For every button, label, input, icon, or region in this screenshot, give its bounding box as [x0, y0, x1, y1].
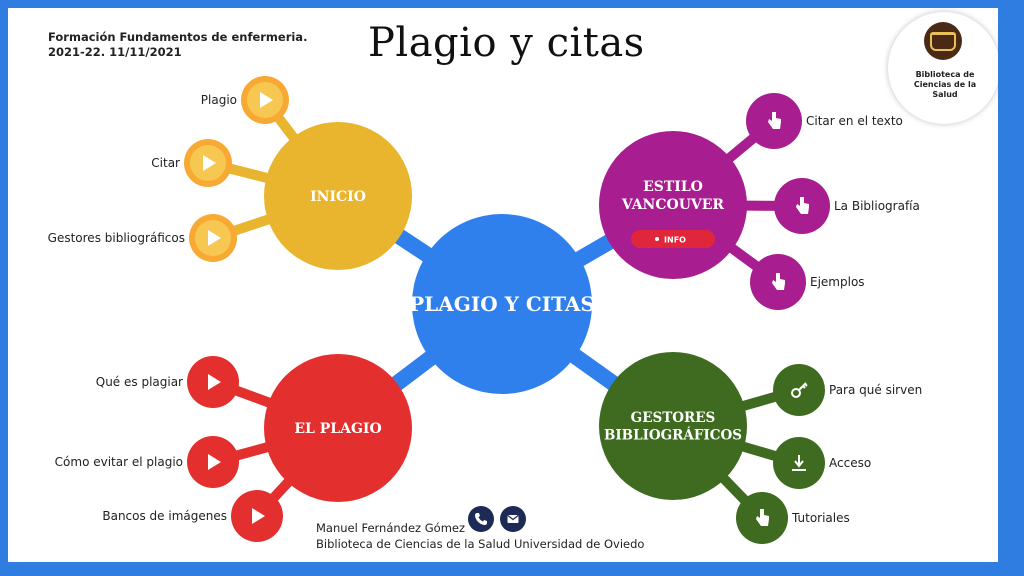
play-icon — [252, 508, 265, 524]
leaf-label: Acceso — [829, 456, 871, 470]
center-node[interactable]: PLAGIO Y CITAS — [409, 214, 595, 394]
hand-pointer-icon — [768, 112, 781, 129]
author-name: Manuel Fernández Gómez — [316, 521, 466, 535]
hub-estilo-vancouver[interactable]: ESTILO VANCOUVER INFO — [599, 131, 747, 279]
info-badge-label: INFO — [664, 236, 686, 245]
hub-label: ESTILO — [643, 179, 703, 195]
leaf-el-plagio-3[interactable]: Bancos de imágenes — [102, 490, 283, 542]
leaf-gestores-3[interactable]: Tutoriales — [736, 492, 850, 544]
key-icon — [791, 382, 808, 398]
slide-canvas: Formación Fundamentos de enfermeria. 202… — [8, 8, 998, 562]
play-icon — [208, 454, 221, 470]
phone-button[interactable] — [468, 506, 494, 532]
leaf-estilo-vancouver-2[interactable]: La Bibliografía — [774, 178, 920, 234]
email-icon — [507, 515, 519, 523]
leaf-estilo-vancouver-3[interactable]: Ejemplos — [750, 254, 865, 310]
hub-label: GESTORES — [631, 410, 716, 426]
hub-label: VANCOUVER — [621, 197, 725, 213]
hand-pointer-icon — [772, 273, 785, 290]
play-icon — [208, 374, 221, 390]
play-icon — [208, 230, 221, 246]
leaf-label: Cómo evitar el plagio — [55, 455, 183, 469]
organization-name: Biblioteca de Ciencias de la Salud Unive… — [316, 537, 645, 551]
leaf-label: Ejemplos — [810, 275, 865, 289]
hub-inicio[interactable]: INICIO — [264, 122, 412, 270]
hub-label: BIBLIOGRÁFICOS — [604, 427, 742, 443]
leaf-inicio-1[interactable]: Plagio — [201, 76, 289, 124]
info-badge[interactable]: INFO — [631, 230, 715, 248]
leaf-label: Bancos de imágenes — [102, 509, 227, 523]
footer-credits: Manuel Fernández Gómez Biblioteca de Cie… — [316, 520, 644, 552]
leaf-label: Gestores bibliográficos — [48, 231, 185, 245]
leaf-label: Para qué sirven — [829, 383, 922, 397]
hub-label: INICIO — [310, 189, 366, 205]
leaf-label: Tutoriales — [791, 511, 850, 525]
leaf-inicio-2[interactable]: Citar — [151, 139, 232, 187]
course-info: Formación Fundamentos de enfermeria. 202… — [48, 30, 308, 59]
play-icon — [203, 155, 216, 171]
branch-estilo-vancouver: ESTILO VANCOUVER INFO Citar en el texto La B… — [494, 93, 920, 312]
leaf-gestores-2[interactable]: Acceso — [773, 437, 871, 489]
leaf-el-plagio-2[interactable]: Cómo evitar el plagio — [55, 436, 239, 488]
hand-pointer-icon — [756, 509, 769, 526]
library-logo[interactable]: Biblioteca de Ciencias de la Salud — [888, 12, 998, 124]
page-title: Plagio y citas — [368, 20, 645, 66]
leaf-label: Citar — [151, 156, 180, 170]
leaf-el-plagio-1[interactable]: Qué es plagiar — [96, 356, 239, 408]
hub-label: EL PLAGIO — [294, 421, 381, 437]
leaf-gestores-1[interactable]: Para qué sirven — [773, 364, 922, 416]
leaf-label: La Bibliografía — [834, 199, 920, 213]
play-icon — [260, 92, 273, 108]
leaf-label: Qué es plagiar — [96, 375, 183, 389]
hand-pointer-icon — [796, 197, 809, 214]
center-label: PLAGIO Y CITAS — [409, 292, 595, 316]
email-button[interactable] — [500, 506, 526, 532]
hub-el-plagio[interactable]: EL PLAGIO — [264, 354, 412, 502]
leaf-label: Plagio — [201, 93, 237, 107]
leaf-label: Citar en el texto — [806, 114, 903, 128]
phone-icon — [475, 513, 487, 525]
leaf-inicio-3[interactable]: Gestores bibliográficos — [48, 214, 237, 262]
leaf-estilo-vancouver-1[interactable]: Citar en el texto — [746, 93, 903, 149]
library-logo-text: Biblioteca de Ciencias de la Salud — [913, 70, 977, 99]
library-logo-icon — [924, 22, 962, 60]
download-icon — [792, 455, 806, 471]
